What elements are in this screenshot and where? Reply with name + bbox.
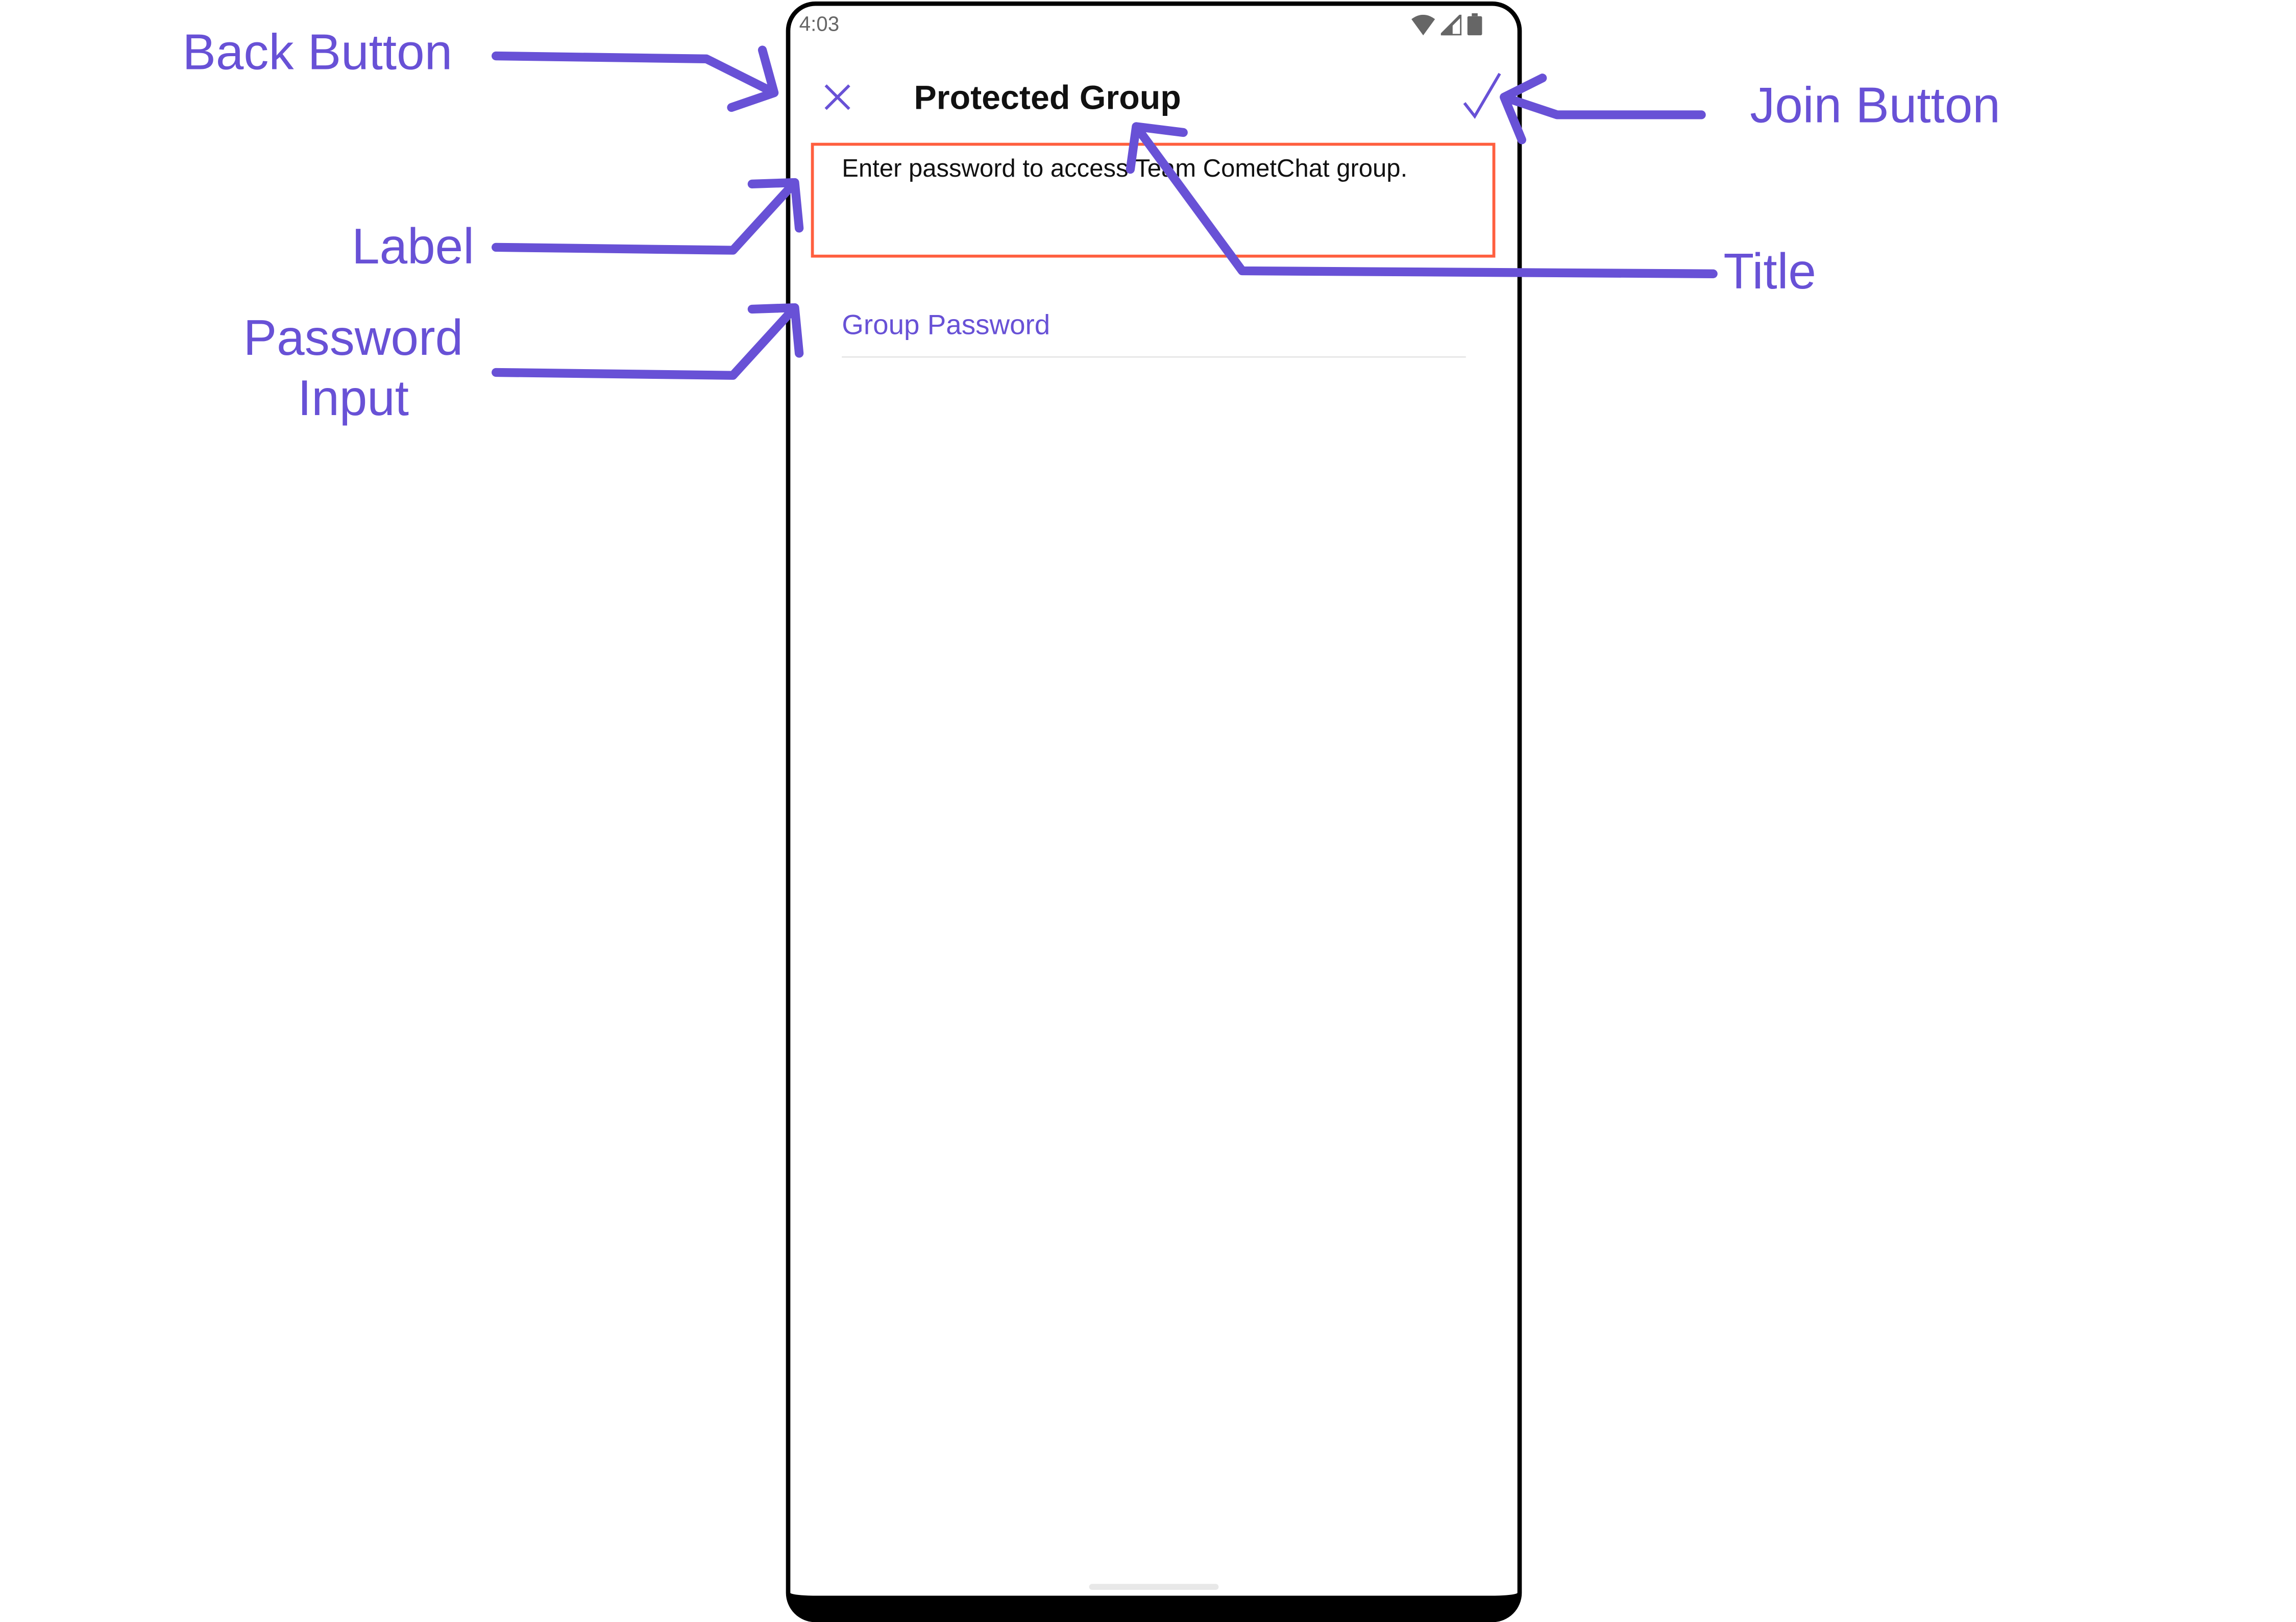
signal-icon [1440,14,1462,35]
back-button[interactable] [820,80,855,115]
arrow-join-button [1500,74,1706,144]
annotation-password-line2: Input [297,371,409,427]
password-label: Enter password to access Team CometChat … [842,154,1408,183]
annotation-password-input: Password Input [235,309,471,429]
join-button[interactable] [1461,70,1505,120]
arrow-back-button [492,45,779,112]
arrow-password-input [492,303,804,380]
phone-frame: 4:03 Protected Group Enter password to a… [786,1,1522,1622]
battery-icon [1467,13,1482,36]
arrow-label [492,178,804,255]
status-time: 4:03 [799,12,840,36]
annotation-back-button: Back Button [182,25,453,81]
annotation-password-line1: Password [243,310,463,367]
page-title: Protected Group [914,78,1181,116]
annotation-title: Title [1723,244,1816,301]
status-icons [1411,13,1482,36]
password-input[interactable] [842,297,1466,358]
home-indicator[interactable] [1089,1584,1219,1590]
annotation-join-button: Join Button [1750,78,2000,134]
annotation-label: Label [352,219,475,276]
wifi-icon [1411,14,1435,35]
